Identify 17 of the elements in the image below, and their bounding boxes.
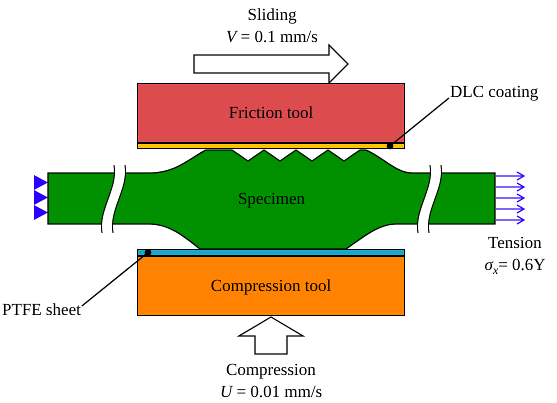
part-label: Specimen [238, 189, 306, 209]
equation-text: V = 0.1 mm/s [226, 27, 318, 47]
coating-layer [137, 143, 405, 149]
callout-label: DLC coating [450, 82, 538, 102]
equation-text: σ$_{x}$= 0.6Y [484, 255, 546, 275]
annotation-label: Tension [488, 233, 542, 253]
sheet-layer [137, 249, 405, 256]
annotation-label: Sliding [248, 5, 297, 25]
compression-tool-block [137, 256, 405, 316]
callout-label: PTFE sheet [2, 300, 81, 320]
part-label: Friction tool [228, 103, 314, 123]
friction-tool-block [137, 83, 405, 143]
leader-line [81, 249, 152, 307]
annotation-label: Compression [226, 360, 316, 380]
leader-line [386, 97, 450, 150]
equation-text: U = 0.01 mm/s [220, 382, 322, 402]
part-label: Compression tool [210, 276, 332, 296]
